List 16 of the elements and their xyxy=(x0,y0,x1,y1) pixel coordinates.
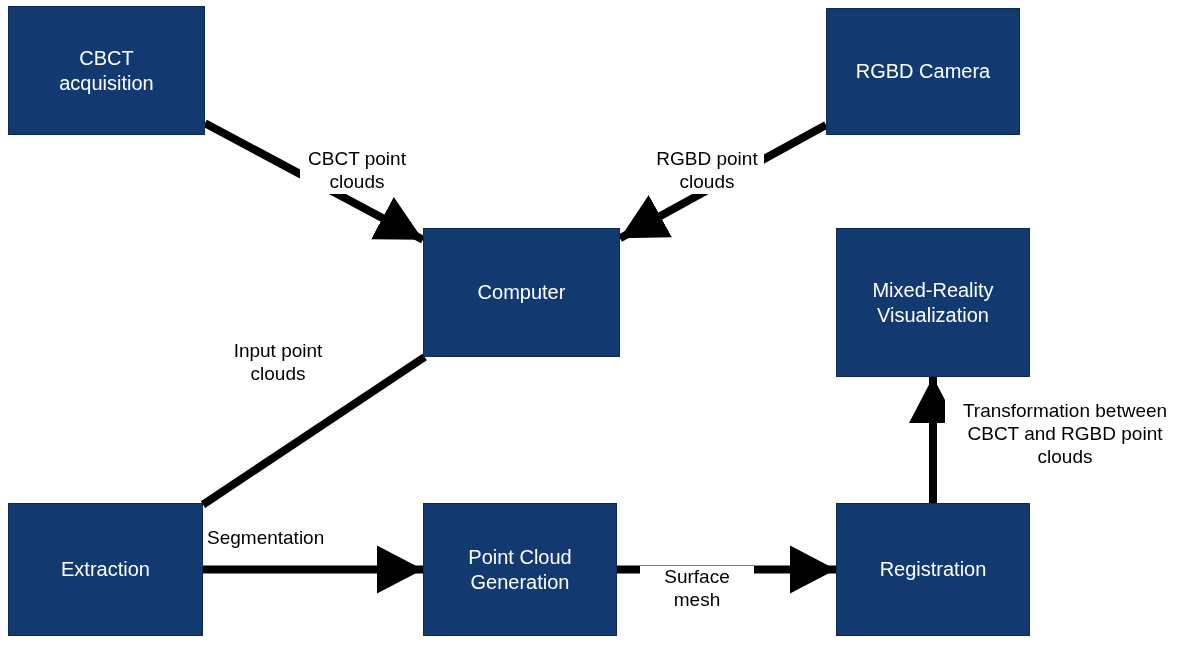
process-box xyxy=(836,503,1030,636)
box-label: Registration xyxy=(879,557,987,582)
box-label: RGBD Camera xyxy=(855,59,991,84)
box-label: Computer xyxy=(477,280,566,305)
box-label: Point Cloud Generation xyxy=(467,544,573,595)
box-label: Mixed-Reality Visualization xyxy=(871,277,995,328)
process-box xyxy=(423,228,620,357)
process-box xyxy=(8,6,205,135)
arrow xyxy=(203,119,425,244)
box-label: CBCT acquisition xyxy=(58,45,155,96)
process-box xyxy=(423,503,617,636)
arrow xyxy=(203,545,423,594)
process-box xyxy=(836,228,1030,377)
process-box xyxy=(826,8,1020,135)
box-label: Extraction xyxy=(61,557,150,582)
process-box xyxy=(8,503,203,636)
